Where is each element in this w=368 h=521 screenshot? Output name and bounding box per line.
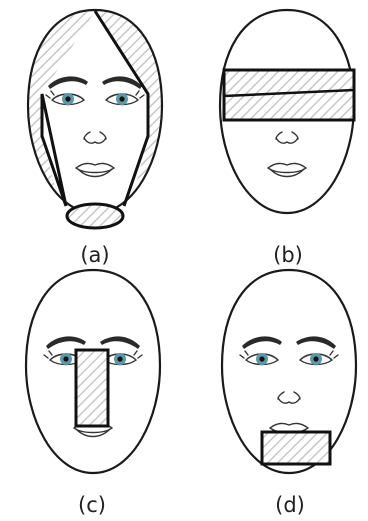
panel-c xyxy=(26,270,160,473)
region-d-mouth-box xyxy=(262,432,330,464)
region-c-nose-box xyxy=(76,350,108,426)
caption-d: (d) xyxy=(275,493,305,517)
caption-b: (b) xyxy=(273,243,303,267)
caption-a: (a) xyxy=(80,243,109,267)
panel-d xyxy=(222,270,356,473)
caption-c: (c) xyxy=(78,493,106,517)
panel-a xyxy=(28,10,162,228)
panel-b xyxy=(220,10,354,213)
region-a-chin xyxy=(67,204,123,228)
